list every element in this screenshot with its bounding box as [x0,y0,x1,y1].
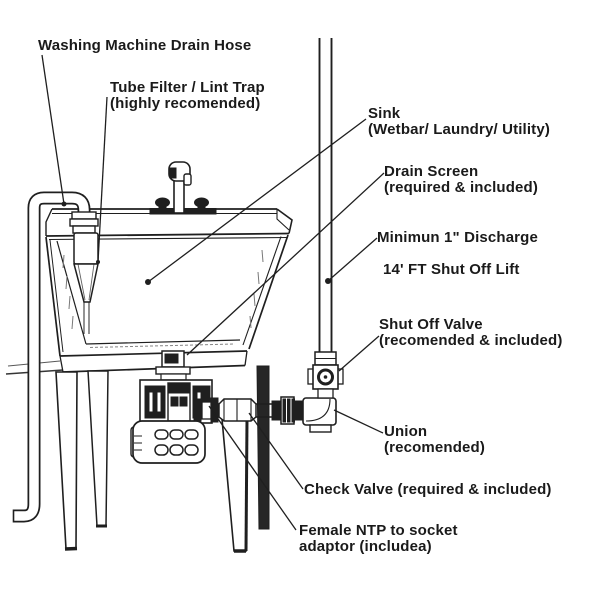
label-drain-screen: Drain Screen (required & included) [384,164,538,195]
elbow-drawing [302,397,337,433]
label-line: Minimun 1" Discharge [377,229,538,246]
label-line: 14' FT Shut Off Lift [383,261,520,278]
label-shutoff-valve: Shut Off Valve (recomended & included) [379,317,562,348]
label-line: (recomended) [384,438,485,456]
shutoff-valve-drawing [307,364,344,399]
drain-hose-drawing [12,191,91,523]
label-minimum-discharge: Minimun 1" Discharge [377,230,538,246]
socket-adaptor-drawing [193,397,219,423]
label-line: Shut Off Valve [379,316,483,333]
label-sink: Sink (Wetbar/ Laundry/ Utility) [368,106,550,137]
discharge-pipe-drawing [314,38,337,366]
union-drawing [271,396,304,425]
sink-tub-drawing [5,208,293,375]
label-line: Union [384,423,428,440]
label-line: (required & included) [384,178,538,196]
label-check-valve: Check Valve (required & included) [304,482,552,498]
label-line: (Wetbar/ Laundry/ Utility) [368,120,550,138]
drain-screen-drawing [161,350,185,368]
label-line: Check Valve (required & included) [304,481,552,498]
label-line: Sink [368,105,401,122]
label-washing-machine-drain-hose: Washing Machine Drain Hose [38,38,251,54]
label-line: adaptor (includea) [299,537,432,555]
lint-trap-drawing [69,211,99,334]
label-line: Tube Filter / Lint Trap [110,79,265,96]
label-line: Female NTP to socket [299,522,458,539]
label-line: Washing Machine Drain Hose [38,37,252,54]
label-line: (highly recomended) [110,94,261,112]
label-tube-filter-lint-trap: Tube Filter / Lint Trap (highly recomend… [110,80,265,111]
label-female-ntp-adaptor: Female NTP to socket adaptor (includea) [299,523,458,554]
label-union: Union (recomended) [384,424,485,455]
label-line: Drain Screen [384,163,479,180]
check-valve-drawing [218,398,257,422]
label-line: (recomended & included) [379,331,563,349]
faucet-drawing [149,161,217,215]
label-shutoff-lift: 14' FT Shut Off Lift [383,262,520,278]
faucet-handles-drawing [155,197,209,213]
leader-lines [41,54,385,531]
